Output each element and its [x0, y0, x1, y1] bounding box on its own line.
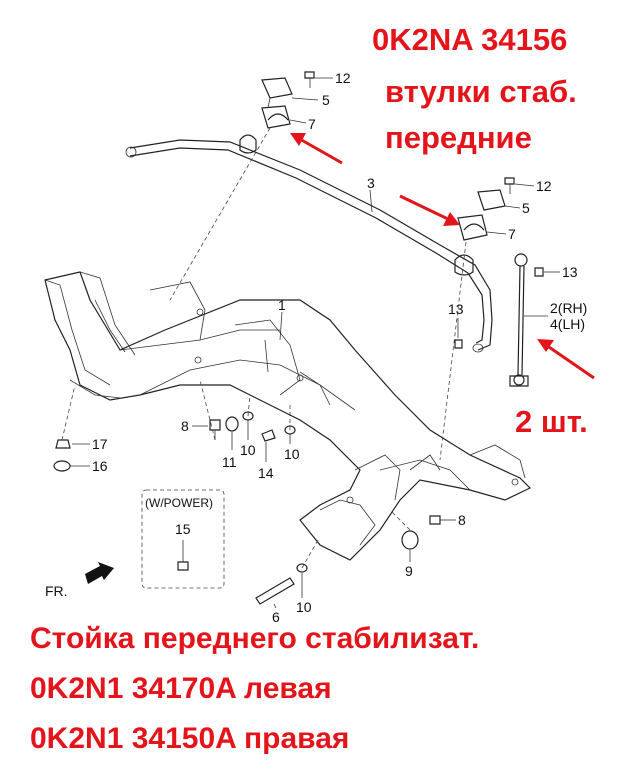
callout-12a: 12 — [335, 70, 351, 86]
callout-9: 9 — [405, 563, 413, 579]
callout-8b: 8 — [458, 512, 466, 528]
callout-6: 6 — [272, 609, 280, 625]
assembly-guide-lines — [61, 127, 467, 569]
link-left-part-number: 0K2N1 34170A левая — [30, 672, 332, 705]
link-title: Стойка переднего стабилизат. — [30, 622, 480, 655]
callout-labels: 12 5 7 3 12 5 7 13 2(RH) 4(LH) 13 1 17 1… — [45, 70, 587, 625]
link-right-part-number: 0K2N1 34150A правая — [30, 722, 350, 755]
callout-7a: 7 — [308, 116, 316, 132]
callout-14: 14 — [258, 465, 274, 481]
fasteners — [53, 411, 441, 605]
crossmember-subframe — [44, 271, 532, 561]
callout-2rh: 2(RH) — [550, 300, 587, 316]
bushing-part-number: 0K2NA 34156 — [372, 22, 568, 57]
callout-3: 3 — [367, 175, 375, 191]
callout-13a: 13 — [562, 264, 578, 280]
callout-10c: 10 — [296, 599, 312, 615]
bushing-right — [454, 177, 515, 276]
red-arrow-indicators — [290, 133, 595, 380]
bushing-description-line2: передние — [385, 120, 532, 155]
callout-10b: 10 — [284, 446, 300, 462]
callout-5b: 5 — [522, 200, 530, 216]
callout-11: 11 — [222, 454, 237, 470]
bushing-left — [239, 71, 315, 154]
callout-17: 17 — [92, 436, 108, 452]
callout-1: 1 — [278, 297, 286, 313]
bushing-description-line1: втулки стаб. — [385, 74, 577, 109]
front-arrow-icon — [85, 562, 114, 584]
stabilizer-bar — [125, 139, 493, 353]
callout-13b: 13 — [448, 301, 464, 317]
quantity-note: 2 шт. — [515, 404, 588, 439]
callout-7b: 7 — [508, 226, 516, 242]
callout-15: 15 — [175, 521, 191, 537]
option-box-frame — [141, 489, 225, 589]
callout-10a: 10 — [240, 442, 256, 458]
stabilizer-link — [454, 253, 544, 387]
option-box-label: (W/POWER) — [145, 496, 213, 510]
callout-8a: 8 — [181, 418, 189, 434]
leader-lines — [70, 77, 560, 609]
callout-16: 16 — [92, 458, 108, 474]
front-label: FR. — [45, 583, 68, 599]
callout-5a: 5 — [322, 92, 330, 108]
callout-12b: 12 — [536, 178, 552, 194]
callout-4lh: 4(LH) — [550, 316, 585, 332]
